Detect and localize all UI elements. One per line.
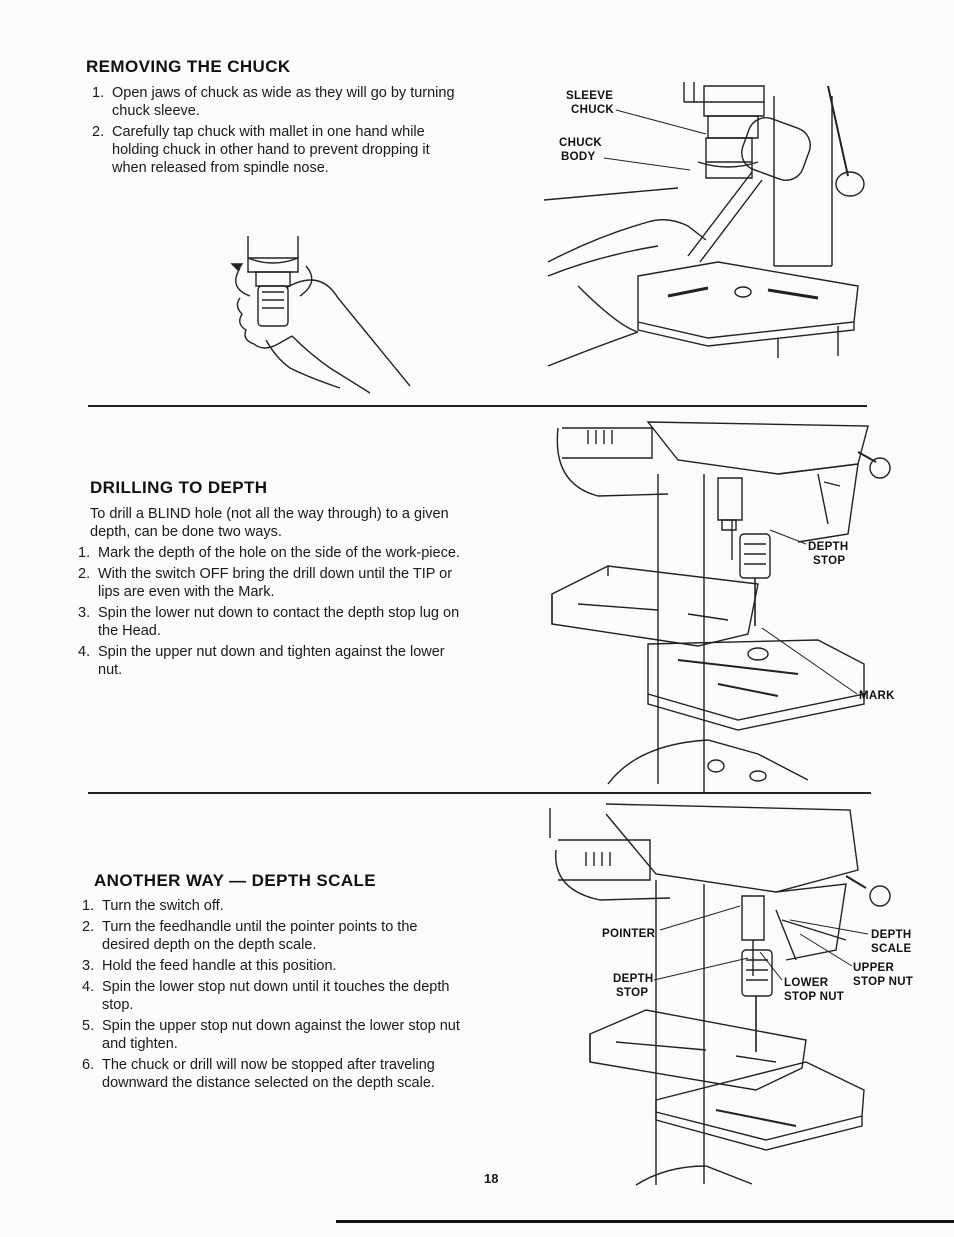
hand-turning-chuck-illustration — [220, 228, 420, 398]
label-depth-stop-line1: DEPTH — [808, 541, 849, 553]
label-chuck-body-line1: CHUCK — [559, 137, 603, 149]
removing-chuck-steps: 1.Open jaws of chuck as wide as they wil… — [86, 84, 466, 180]
label-depth-scale-line2: SCALE — [871, 943, 912, 955]
label-upper-stop-nut-line2: STOP NUT — [853, 976, 914, 988]
drill-press-depth-stop-illustration — [548, 414, 898, 784]
label-upper-stop-nut-line1: UPPER — [853, 962, 895, 974]
list-item: 2.With the switch OFF bring the drill do… — [78, 566, 453, 600]
label-depth-scale-line1: DEPTH — [871, 929, 912, 941]
label-chuck-body-line2: BODY — [561, 151, 596, 163]
list-item: 3.Spin the lower nut down to contact the… — [78, 605, 460, 639]
section-title-drilling-to-depth: DRILLING TO DEPTH — [90, 478, 268, 497]
drilling-steps: 1.Mark the depth of the hole on the side… — [72, 544, 464, 682]
list-item: 4.Spin the upper nut down and tighten ag… — [78, 644, 445, 678]
label-lower-stop-nut-line1: LOWER — [784, 977, 829, 989]
mallet-tapping-chuck-illustration — [538, 76, 898, 376]
list-item: 1.Open jaws of chuck as wide as they wil… — [92, 85, 455, 119]
list-item: 5.Spin the upper stop nut down against t… — [82, 1018, 460, 1052]
label-sleeve: SLEEVE — [566, 90, 614, 102]
label-depth-stop-line2: STOP — [616, 987, 649, 999]
list-item: 1.Turn the switch off. — [82, 898, 224, 914]
label-mark: MARK — [859, 690, 895, 702]
label-chuck: CHUCK — [571, 104, 615, 116]
list-item: 6.The chuck or drill will now be stopped… — [82, 1057, 435, 1091]
list-item: 2.Turn the feedhandle until the pointer … — [82, 919, 418, 953]
drilling-intro: To drill a BLIND hole (not all the way t… — [90, 506, 449, 540]
bottom-edge-rule — [336, 1220, 954, 1223]
section-divider — [88, 405, 867, 407]
section-title-removing-chuck: REMOVING THE CHUCK — [86, 57, 291, 76]
label-depth-stop-line1: DEPTH — [613, 973, 654, 985]
list-item: 3.Hold the feed handle at this position. — [82, 958, 337, 974]
drill-press-depth-scale-illustration — [546, 800, 876, 1185]
section-divider — [88, 792, 871, 794]
section-title-depth-scale: ANOTHER WAY — DEPTH SCALE — [94, 871, 377, 890]
label-pointer: POINTER — [602, 928, 656, 940]
depth-scale-steps: 1.Turn the switch off. 2.Turn the feedha… — [76, 897, 466, 1095]
label-lower-stop-nut-line2: STOP NUT — [784, 991, 845, 1003]
list-item: 1.Mark the depth of the hole on the side… — [78, 545, 460, 561]
list-item: 4.Spin the lower stop nut down until it … — [82, 979, 450, 1013]
page-number: 18 — [484, 1171, 499, 1186]
label-depth-stop-line2: STOP — [813, 555, 846, 567]
list-item: 2.Carefully tap chuck with mallet in one… — [92, 124, 430, 176]
